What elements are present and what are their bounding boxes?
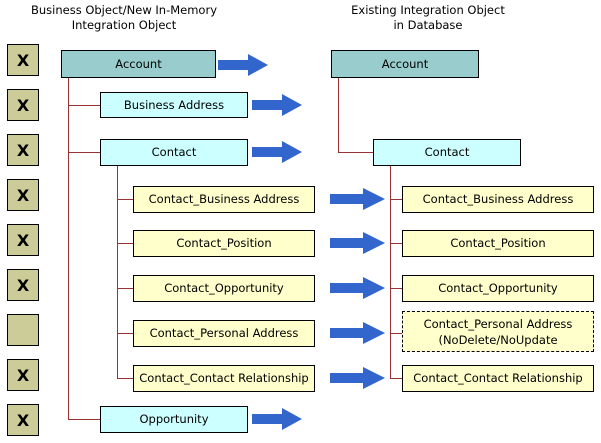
flag-box-3[interactable]: X — [7, 134, 39, 166]
left-branch-contact — [68, 152, 101, 153]
right-node-contact-position[interactable]: Contact_Position — [402, 230, 594, 257]
left-branch-opportunity — [68, 419, 101, 420]
node-label: Contact_Business Address — [422, 192, 574, 206]
flag-label: X — [16, 50, 30, 70]
node-label: Account — [381, 56, 429, 71]
maps-to-arrow-contact-personal-address — [330, 322, 385, 344]
left-subbranch-contact-personal-address — [117, 333, 134, 334]
right-branch-contact — [338, 152, 373, 153]
left-node-contact-position[interactable]: Contact_Position — [133, 230, 315, 257]
left-subbranch-contact-business-address — [117, 199, 134, 200]
right-subtree-trunk — [390, 166, 391, 378]
left-subbranch-contact-opportunity — [117, 288, 134, 289]
right-node-account[interactable]: Account — [331, 50, 479, 78]
flag-label: X — [16, 95, 30, 115]
node-label: Contact — [151, 145, 197, 159]
right-subbranch-contact-opportunity — [390, 288, 403, 289]
maps-to-arrow-contact-position — [330, 232, 385, 254]
maps-to-arrow-account — [218, 54, 268, 76]
right-subbranch-contact-business-address — [390, 199, 403, 200]
left-node-contact-business-address[interactable]: Contact_Business Address — [133, 186, 315, 213]
flag-box-9[interactable]: X — [7, 404, 39, 436]
flag-box-6[interactable]: X — [7, 269, 39, 301]
flag-label: X — [16, 410, 30, 430]
node-label: Contact_Position — [450, 236, 546, 250]
node-label: Account — [115, 56, 162, 71]
left-node-contact-contact-relationship[interactable]: Contact_Contact Relationship — [133, 365, 315, 392]
left-node-account[interactable]: Account — [61, 50, 216, 78]
left-node-contact-opportunity[interactable]: Contact_Opportunity — [133, 275, 315, 302]
right-node-contact[interactable]: Contact — [373, 139, 521, 166]
left-branch-business-address — [68, 105, 101, 106]
flag-label: X — [16, 365, 30, 385]
right-tree-trunk — [338, 78, 339, 152]
right-subbranch-contact-position — [390, 243, 403, 244]
left-column-heading: Business Object/New In-Memory Integratio… — [30, 3, 218, 32]
node-label: Contact_Contact Relationship — [413, 371, 583, 385]
left-tree-trunk — [68, 78, 69, 419]
flag-box-4[interactable]: X — [7, 179, 39, 211]
flag-label: X — [16, 185, 30, 205]
maps-to-arrow-contact-opportunity — [330, 277, 385, 299]
maps-to-arrow-business-address — [252, 94, 302, 116]
node-label: Opportunity — [139, 412, 209, 426]
flag-box-5[interactable]: X — [7, 224, 39, 256]
maps-to-arrow-contact — [252, 141, 302, 163]
flag-box-1[interactable]: X — [7, 44, 39, 76]
right-node-contact-opportunity[interactable]: Contact_Opportunity — [402, 275, 594, 302]
right-node-contact-personal-address[interactable]: Contact_Personal Address (NoDelete/NoUpd… — [402, 311, 594, 352]
flag-label: X — [16, 140, 30, 160]
flag-label: X — [16, 230, 30, 250]
right-column-heading: Existing Integration Object in Database — [351, 3, 505, 32]
maps-to-arrow-contact-business-address — [330, 188, 385, 210]
right-node-contact-contact-relationship[interactable]: Contact_Contact Relationship — [402, 365, 594, 392]
left-node-contact-personal-address[interactable]: Contact_Personal Address — [133, 320, 315, 347]
node-label: Contact_Business Address — [148, 192, 300, 206]
node-label: Contact — [424, 145, 470, 159]
left-subbranch-contact-contact-relationship — [117, 378, 134, 379]
node-label: Contact_Personal Address (NoDelete/NoUpd… — [423, 316, 573, 347]
right-subbranch-contact-contact-relationship — [390, 378, 403, 379]
node-label: Contact_Position — [176, 236, 272, 250]
node-label: Business Address — [123, 97, 225, 112]
left-subtree-trunk — [117, 166, 118, 378]
flag-label: X — [16, 275, 30, 295]
left-node-contact[interactable]: Contact — [100, 139, 248, 166]
right-node-contact-business-address[interactable]: Contact_Business Address — [402, 186, 594, 213]
flag-box-7[interactable] — [7, 314, 39, 346]
node-label: Contact_Contact Relationship — [139, 371, 309, 385]
node-label: Contact_Personal Address — [149, 326, 299, 340]
left-node-opportunity[interactable]: Opportunity — [100, 406, 248, 433]
left-subbranch-contact-position — [117, 243, 134, 244]
flag-box-2[interactable]: X — [7, 89, 39, 121]
left-node-business-address[interactable]: Business Address — [100, 92, 248, 118]
maps-to-arrow-contact-contact-relationship — [330, 367, 385, 389]
right-subbranch-contact-personal-address — [390, 333, 403, 334]
flag-box-8[interactable]: X — [7, 359, 39, 391]
maps-to-arrow-opportunity — [252, 408, 302, 430]
node-label: Contact_Opportunity — [164, 281, 284, 295]
node-label: Contact_Opportunity — [438, 281, 558, 295]
